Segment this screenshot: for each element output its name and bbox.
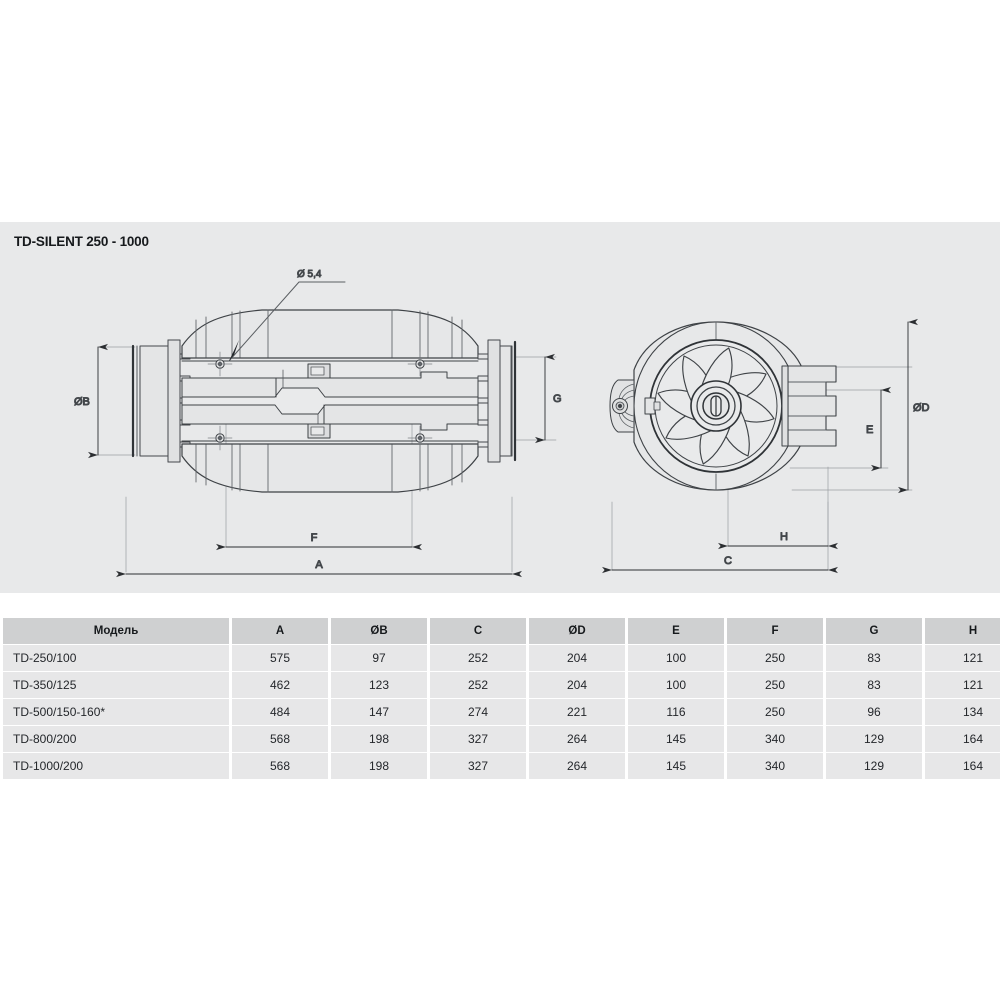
cell-od: 221	[529, 699, 625, 725]
cell-a: 568	[232, 753, 328, 779]
cell-e: 145	[628, 726, 724, 752]
mounting-screw	[407, 425, 433, 451]
cell-h: 164	[925, 753, 1000, 779]
cell-c: 327	[430, 753, 526, 779]
cell-f: 250	[727, 645, 823, 671]
cell-a: 575	[232, 645, 328, 671]
column-header-g: G	[826, 618, 922, 644]
cell-e: 116	[628, 699, 724, 725]
dimension-ob-label: ØB	[74, 396, 90, 408]
column-header-model: Модель	[3, 618, 229, 644]
cell-g: 83	[826, 645, 922, 671]
cell-od: 204	[529, 645, 625, 671]
cell-g: 83	[826, 672, 922, 698]
cell-e: 100	[628, 645, 724, 671]
dimension-e-label: E	[866, 424, 873, 436]
cell-c: 252	[430, 645, 526, 671]
column-header-h: H	[925, 618, 1000, 644]
column-header-ob: ØB	[331, 618, 427, 644]
dimension-od-label: ØD	[913, 402, 930, 414]
cell-e: 100	[628, 672, 724, 698]
dimension-h-label: H	[780, 531, 788, 543]
front-view-drawing: E ØD H C	[602, 318, 930, 574]
table-row: TD-250/100 575 97 252 204 100 250 83 121	[3, 645, 1000, 671]
cell-a: 484	[232, 699, 328, 725]
cell-e: 145	[628, 753, 724, 779]
dimension-f-label: F	[311, 532, 318, 544]
cell-h: 134	[925, 699, 1000, 725]
cell-c: 252	[430, 672, 526, 698]
cell-od: 264	[529, 753, 625, 779]
cell-f: 340	[727, 726, 823, 752]
dimension-e: E	[866, 386, 891, 472]
table-row: TD-800/200 568 198 327 264 145 340 129 1…	[3, 726, 1000, 752]
column-header-c: C	[430, 618, 526, 644]
side-view-drawing: Ø 5,4 ØB G F	[74, 269, 562, 578]
cell-od: 204	[529, 672, 625, 698]
cell-h: 121	[925, 645, 1000, 671]
cell-ob: 123	[331, 672, 427, 698]
dimension-a: A	[116, 559, 522, 578]
cell-h: 121	[925, 672, 1000, 698]
column-header-a: A	[232, 618, 328, 644]
dimension-a-label: A	[315, 559, 323, 571]
dimension-ob: ØB	[74, 343, 108, 459]
dimension-c: C	[602, 555, 838, 574]
cell-model: TD-500/150-160*	[3, 699, 229, 725]
cell-g: 129	[826, 726, 922, 752]
mounting-screw	[407, 351, 433, 377]
cell-h: 164	[925, 726, 1000, 752]
column-header-od: ØD	[529, 618, 625, 644]
cell-a: 568	[232, 726, 328, 752]
dimension-c-label: C	[724, 555, 732, 567]
drawing-title: TD-SILENT 250 - 1000	[14, 234, 149, 249]
cell-a: 462	[232, 672, 328, 698]
dimension-g: G	[535, 353, 562, 444]
diameter-callout-label: Ø 5,4	[297, 269, 322, 280]
technical-drawing-svg: Ø 5,4 ØB G F	[74, 269, 930, 578]
column-header-f: F	[727, 618, 823, 644]
cell-model: TD-250/100	[3, 645, 229, 671]
cell-f: 250	[727, 672, 823, 698]
cell-model: TD-1000/200	[3, 753, 229, 779]
cell-ob: 147	[331, 699, 427, 725]
cell-g: 129	[826, 753, 922, 779]
cell-c: 327	[430, 726, 526, 752]
cell-ob: 198	[331, 753, 427, 779]
dimension-od: ØD	[898, 318, 930, 494]
cell-f: 340	[727, 753, 823, 779]
dimension-g-label: G	[553, 393, 562, 405]
cell-model: TD-350/125	[3, 672, 229, 698]
specifications-table: Модель A ØB C ØD E F G H TD-250/100 575 …	[0, 617, 1000, 780]
mounting-screw	[207, 351, 233, 377]
cell-g: 96	[826, 699, 922, 725]
dimension-h: H	[718, 531, 838, 550]
mounting-screw	[207, 425, 233, 451]
column-header-e: E	[628, 618, 724, 644]
cell-f: 250	[727, 699, 823, 725]
table-row: TD-1000/200 568 198 327 264 145 340 129 …	[3, 753, 1000, 779]
table-row: TD-350/125 462 123 252 204 100 250 83 12…	[3, 672, 1000, 698]
table-row: TD-500/150-160* 484 147 274 221 116 250 …	[3, 699, 1000, 725]
cell-model: TD-800/200	[3, 726, 229, 752]
cell-od: 264	[529, 726, 625, 752]
cell-ob: 198	[331, 726, 427, 752]
cell-ob: 97	[331, 645, 427, 671]
diameter-callout-leader	[228, 281, 346, 362]
cell-c: 274	[430, 699, 526, 725]
dimension-f: F	[216, 532, 422, 551]
technical-drawing-panel: TD-SILENT 250 - 1000	[0, 222, 1000, 593]
table-header-row: Модель A ØB C ØD E F G H	[3, 618, 1000, 644]
